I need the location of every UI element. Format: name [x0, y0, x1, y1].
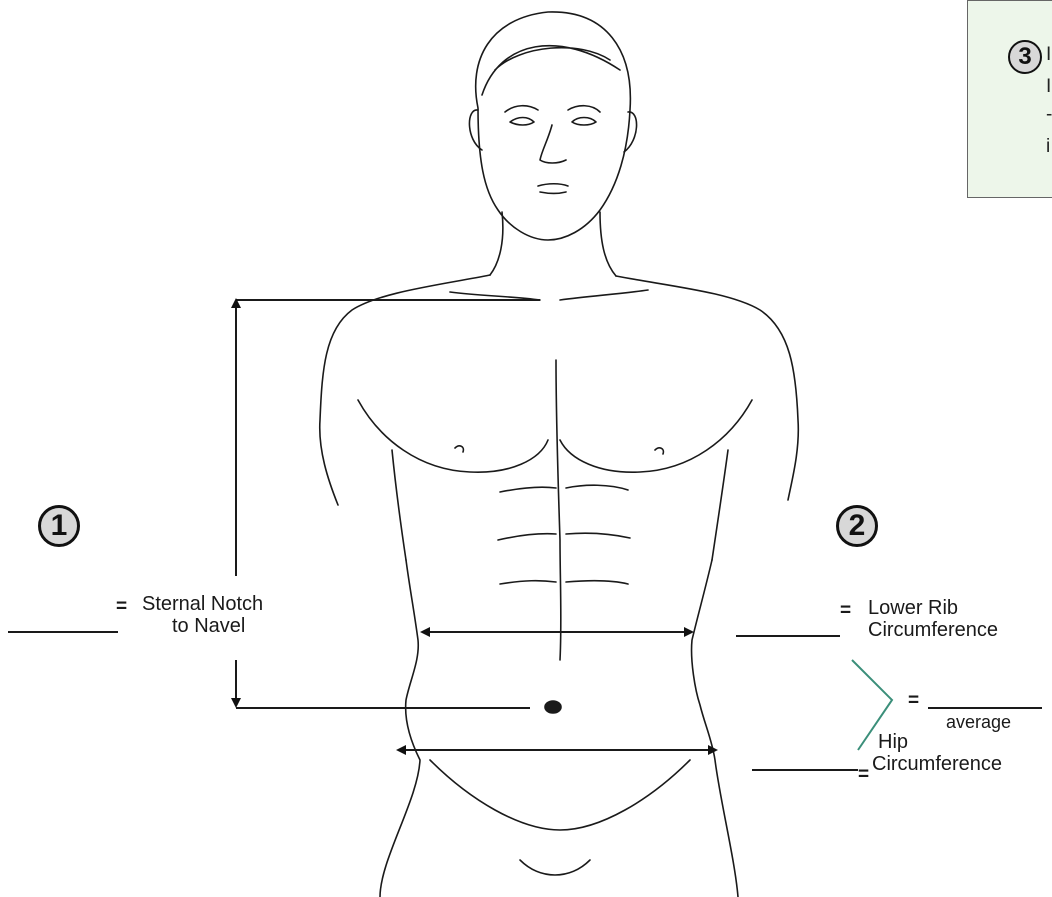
average-label: average [946, 712, 1011, 733]
hip-label-line2: Circumference [872, 754, 1002, 775]
hip-label-line1: Hip [878, 732, 908, 753]
step-3-badge: 3 [1008, 40, 1042, 74]
hip-equals: = [858, 764, 869, 786]
step-3-note-box [967, 0, 1052, 198]
step-3-fragment: I [1046, 44, 1051, 66]
step-3-fragment: i [1046, 136, 1050, 158]
average-equals: = [908, 690, 919, 712]
sternal-notch-label-line1: Sternal Notch [142, 594, 263, 615]
step-2-badge: 2 [836, 505, 878, 547]
step-3-fragment: - [1046, 104, 1052, 126]
lower-rib-label-line1: Lower Rib [868, 598, 958, 619]
step-1-badge: 1 [38, 505, 80, 547]
lower-rib-label-line2: Circumference [868, 620, 998, 641]
lower-rib-equals: = [840, 600, 851, 622]
step-1-equals: = [116, 596, 127, 618]
step-3-fragment: I [1046, 76, 1051, 98]
sternal-notch-label-line2: to Navel [172, 616, 245, 637]
